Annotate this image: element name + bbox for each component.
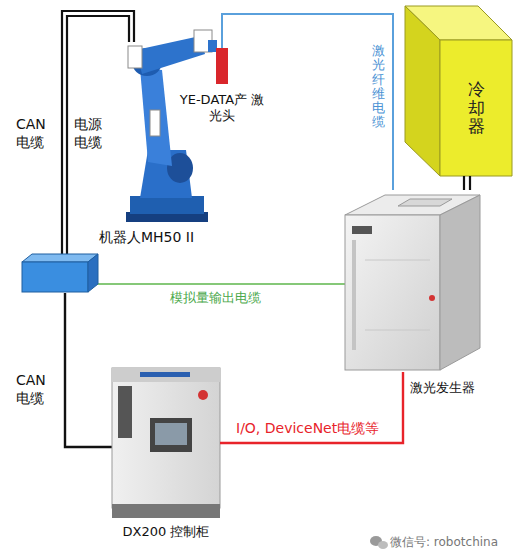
watermark: 微信号: robotchina bbox=[390, 535, 498, 550]
power-can-cable-part bbox=[62, 11, 134, 255]
wechat-icon-part bbox=[378, 541, 388, 549]
cable-line bbox=[469, 176, 471, 190]
laser-generator-illustration-part bbox=[440, 195, 480, 370]
cooler-label: 冷却器 bbox=[468, 80, 485, 136]
laser-generator-illustration-part bbox=[352, 226, 372, 234]
laser-generator-label: 激光发生器 bbox=[410, 380, 475, 396]
cable-line bbox=[220, 372, 403, 443]
cable-connector bbox=[220, 372, 403, 443]
robot: 机器人MH50 II bbox=[125, 28, 217, 223]
cable-connector bbox=[464, 176, 470, 190]
laser-generator-illustration-part bbox=[345, 215, 440, 370]
laser-head-label: YE-DATA产 激光头 bbox=[178, 92, 266, 125]
power-can-cable bbox=[62, 11, 134, 255]
junction-box-part bbox=[22, 254, 98, 262]
control-cabinet-illustration-part bbox=[140, 372, 190, 377]
analog-cable bbox=[98, 284, 345, 285]
cooler: 冷却器 bbox=[440, 40, 512, 176]
control-cabinet-illustration-part bbox=[112, 368, 220, 508]
junction-box-part bbox=[22, 262, 88, 292]
cable-line bbox=[463, 176, 465, 190]
robot-illustration-part bbox=[130, 196, 204, 214]
can-cable-lower bbox=[65, 293, 112, 447]
control-cabinet: DX200 控制柜 bbox=[112, 368, 220, 518]
laser-generator-illustration bbox=[345, 195, 480, 370]
junction-box bbox=[22, 254, 98, 292]
control-cabinet-label: DX200 控制柜 bbox=[116, 524, 216, 540]
power-can-cable-part bbox=[67, 16, 129, 255]
cable-label: CAN 电缆 bbox=[16, 116, 56, 151]
robot-illustration bbox=[126, 30, 217, 222]
robot-label: 机器人MH50 II bbox=[99, 229, 194, 247]
control-cabinet-illustration-part bbox=[118, 386, 132, 438]
robot-illustration-part bbox=[128, 46, 142, 68]
cooler-shape-part bbox=[440, 40, 512, 176]
wechat-icon bbox=[370, 536, 388, 549]
robot-illustration-part bbox=[150, 110, 160, 136]
cable-label: I/O, DeviceNet电缆等 bbox=[236, 420, 379, 438]
control-cabinet-illustration-part bbox=[150, 418, 192, 452]
laser-generator-illustration-part bbox=[365, 330, 430, 331]
cable-label: CAN 电缆 bbox=[16, 372, 56, 407]
cooler-shape bbox=[405, 6, 512, 176]
cable-label: 电源 电缆 bbox=[74, 116, 114, 151]
laser-head: YE-DATA产 激光头 bbox=[216, 48, 228, 84]
control-cabinet-illustration-part bbox=[198, 390, 208, 400]
cable-label: 激光纤维电缆 bbox=[372, 44, 385, 130]
laser-generator: 激光发生器 bbox=[345, 190, 480, 372]
control-cabinet-illustration bbox=[112, 368, 220, 518]
cable-label: 模拟量输出电缆 bbox=[170, 290, 261, 306]
laser-generator-illustration-part bbox=[365, 260, 430, 261]
control-cabinet-illustration-part bbox=[155, 423, 187, 445]
laser-generator-illustration-part bbox=[429, 295, 435, 301]
laser-generator-illustration-part bbox=[398, 199, 452, 206]
laser-generator-illustration-part bbox=[352, 240, 356, 350]
analog-cable-part bbox=[98, 283, 345, 285]
control-cabinet-illustration-part bbox=[112, 368, 220, 382]
control-cabinet-illustration-part bbox=[112, 504, 220, 518]
junction-box-part bbox=[88, 254, 98, 292]
cooler-shape-part bbox=[405, 6, 440, 176]
can-cable-lower-part bbox=[65, 293, 112, 447]
robot-illustration-part bbox=[140, 68, 172, 166]
